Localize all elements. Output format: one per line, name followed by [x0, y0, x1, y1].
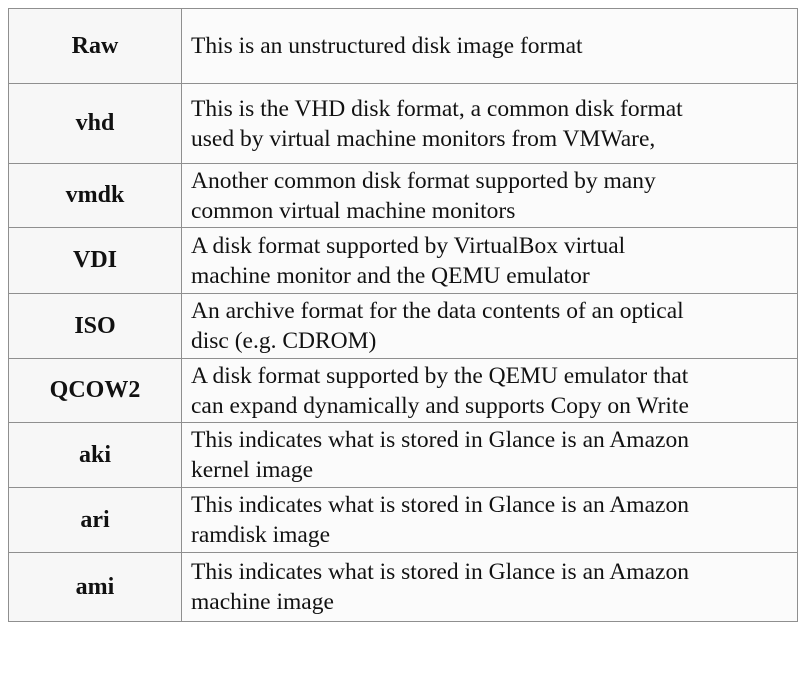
description-line: machine image [191, 589, 334, 615]
table-row: Raw This is an unstructured disk image f… [8, 8, 798, 84]
table-row: aki This indicates what is stored in Gla… [8, 422, 798, 488]
format-description: A disk format supported by VirtualBox vi… [181, 227, 798, 294]
format-name: vmdk [8, 163, 182, 228]
format-name: ISO [8, 293, 182, 359]
table-row: ari This indicates what is stored in Gla… [8, 487, 798, 553]
format-name: Raw [8, 8, 182, 84]
description-line: common virtual machine monitors [191, 197, 516, 224]
format-description: This indicates what is stored in Glance … [181, 487, 798, 553]
description-line: Another common disk format supported by … [191, 167, 656, 194]
table-row: vmdk Another common disk format supporte… [8, 163, 798, 228]
description-line: machine monitor and the QEMU emulator [191, 262, 590, 289]
format-description: Another common disk format supported by … [181, 163, 798, 228]
format-description: This indicates what is stored in Glance … [181, 552, 798, 622]
format-description: A disk format supported by the QEMU emul… [181, 358, 798, 423]
format-name: QCOW2 [8, 358, 182, 423]
description-line: A disk format supported by the QEMU emul… [191, 362, 689, 389]
description-line: This indicates what is stored in Glance … [191, 559, 689, 585]
disk-format-table: Raw This is an unstructured disk image f… [8, 8, 798, 622]
format-description: This is an unstructured disk image forma… [181, 8, 798, 84]
format-name: ari [8, 487, 182, 553]
format-description: An archive format for the data contents … [181, 293, 798, 359]
table-row: ami This indicates what is stored in Gla… [8, 552, 798, 622]
description-line: kernel image [191, 457, 314, 483]
format-name: ami [8, 552, 182, 622]
description-line: disc (e.g. CDROM) [191, 328, 377, 354]
description-line: An archive format for the data contents … [191, 298, 684, 324]
description-line: This indicates what is stored in Glance … [191, 492, 689, 518]
description-line: This is an unstructured disk image forma… [191, 33, 583, 59]
description-line: used by virtual machine monitors from VM… [191, 125, 656, 152]
table-row: QCOW2 A disk format supported by the QEM… [8, 358, 798, 423]
description-line: can expand dynamically and supports Copy… [191, 392, 689, 419]
format-description: This indicates what is stored in Glance … [181, 422, 798, 488]
description-line: This is the VHD disk format, a common di… [191, 95, 683, 122]
format-name: vhd [8, 83, 182, 164]
table-row: vhd This is the VHD disk format, a commo… [8, 83, 798, 164]
description-line: This indicates what is stored in Glance … [191, 427, 689, 453]
description-line: A disk format supported by VirtualBox vi… [191, 232, 626, 259]
table-row: ISO An archive format for the data conte… [8, 293, 798, 359]
format-name: VDI [8, 227, 182, 294]
description-line: ramdisk image [191, 522, 331, 548]
table-row: VDI A disk format supported by VirtualBo… [8, 227, 798, 294]
format-name: aki [8, 422, 182, 488]
format-description: This is the VHD disk format, a common di… [181, 83, 798, 164]
